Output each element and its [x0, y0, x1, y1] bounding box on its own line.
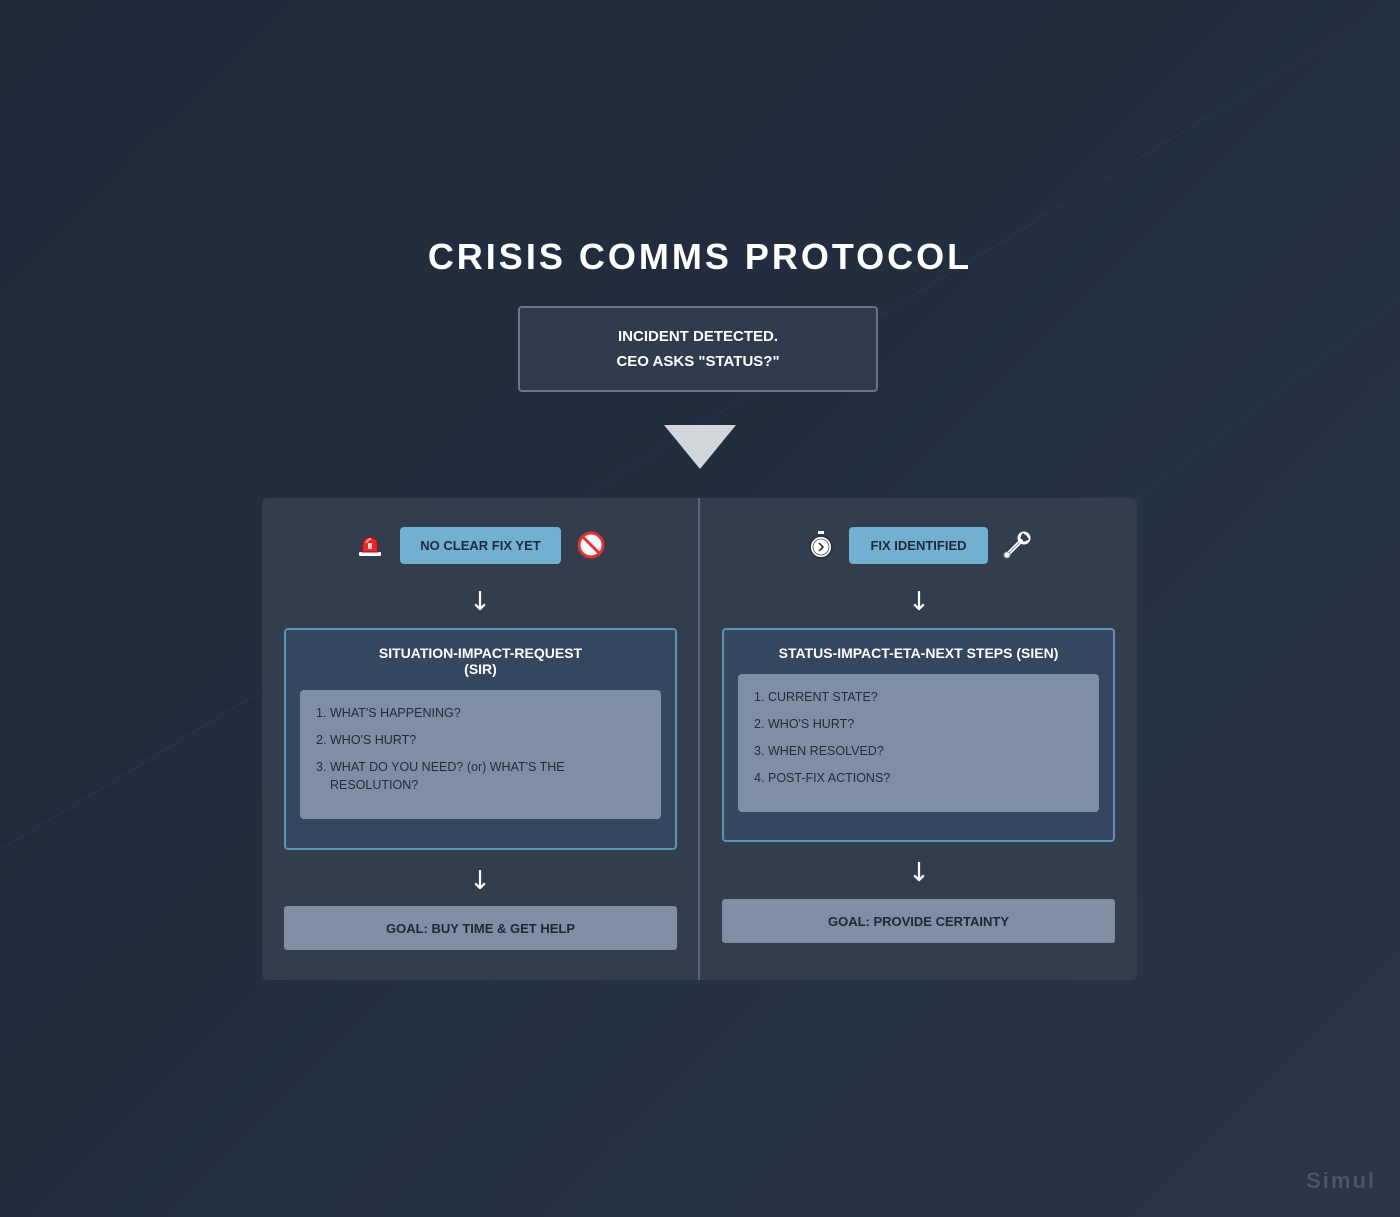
down-triangle-icon: [664, 425, 736, 469]
siren-icon: [356, 531, 384, 559]
fix-identified-badge: FIX IDENTIFIED: [849, 527, 988, 564]
list-item: 3.WHAT DO YOU NEED? (or) WHAT'S THE RESO…: [316, 760, 565, 792]
sir-title-line-1: SITUATION-IMPACT-REQUEST: [378, 645, 583, 661]
incident-line-2: CEO ASKS "STATUS?": [616, 353, 780, 370]
wrench-icon: [1001, 529, 1033, 561]
branch-divider: [698, 498, 700, 980]
goal-provide-certainty: GOAL: PROVIDE CERTAINTY: [722, 899, 1115, 943]
arrow-down-icon: ↓: [469, 866, 491, 896]
list-item: 3.WHEN RESOLVED?: [754, 744, 884, 758]
list-item: 2.WHO'S HURT?: [316, 733, 417, 747]
sir-method-box: SITUATION-IMPACT-REQUEST (SIR) 1.WHAT'S …: [284, 628, 677, 850]
goal-buy-time: GOAL: BUY TIME & GET HELP: [284, 906, 677, 950]
incident-line-1: INCIDENT DETECTED.: [617, 328, 778, 345]
sien-title: STATUS-IMPACT-ETA-NEXT STEPS (SIEN): [778, 645, 1059, 661]
incident-box: INCIDENT DETECTED. CEO ASKS "STATUS?": [518, 306, 878, 392]
sir-title-line-2: (SIR): [464, 661, 497, 677]
list-item: 1.CURRENT STATE?: [754, 690, 878, 704]
arrow-down-icon: ↓: [908, 587, 930, 617]
no-entry-icon: [576, 530, 606, 560]
list-item: 2.WHO'S HURT?: [754, 717, 855, 731]
sir-question-list: 1.WHAT'S HAPPENING? 2.WHO'S HURT? 3.WHAT…: [300, 690, 661, 819]
arrow-down-icon: ↓: [908, 858, 930, 888]
stopwatch-icon: [806, 530, 836, 560]
watermark-logo: Simul: [1306, 1168, 1376, 1193]
arrow-down-icon: ↓: [469, 587, 491, 617]
sir-title: SITUATION-IMPACT-REQUEST (SIR): [286, 645, 675, 677]
no-clear-fix-badge: NO CLEAR FIX YET: [400, 527, 561, 564]
page-title: CRISIS COMMS PROTOCOL: [427, 236, 973, 277]
sien-method-box: STATUS-IMPACT-ETA-NEXT STEPS (SIEN) 1.CU…: [722, 628, 1115, 842]
list-item: 4.POST-FIX ACTIONS?: [754, 771, 891, 785]
sien-question-list: 1.CURRENT STATE? 2.WHO'S HURT? 3.WHEN RE…: [738, 674, 1099, 812]
list-item: 1.WHAT'S HAPPENING?: [316, 706, 461, 720]
